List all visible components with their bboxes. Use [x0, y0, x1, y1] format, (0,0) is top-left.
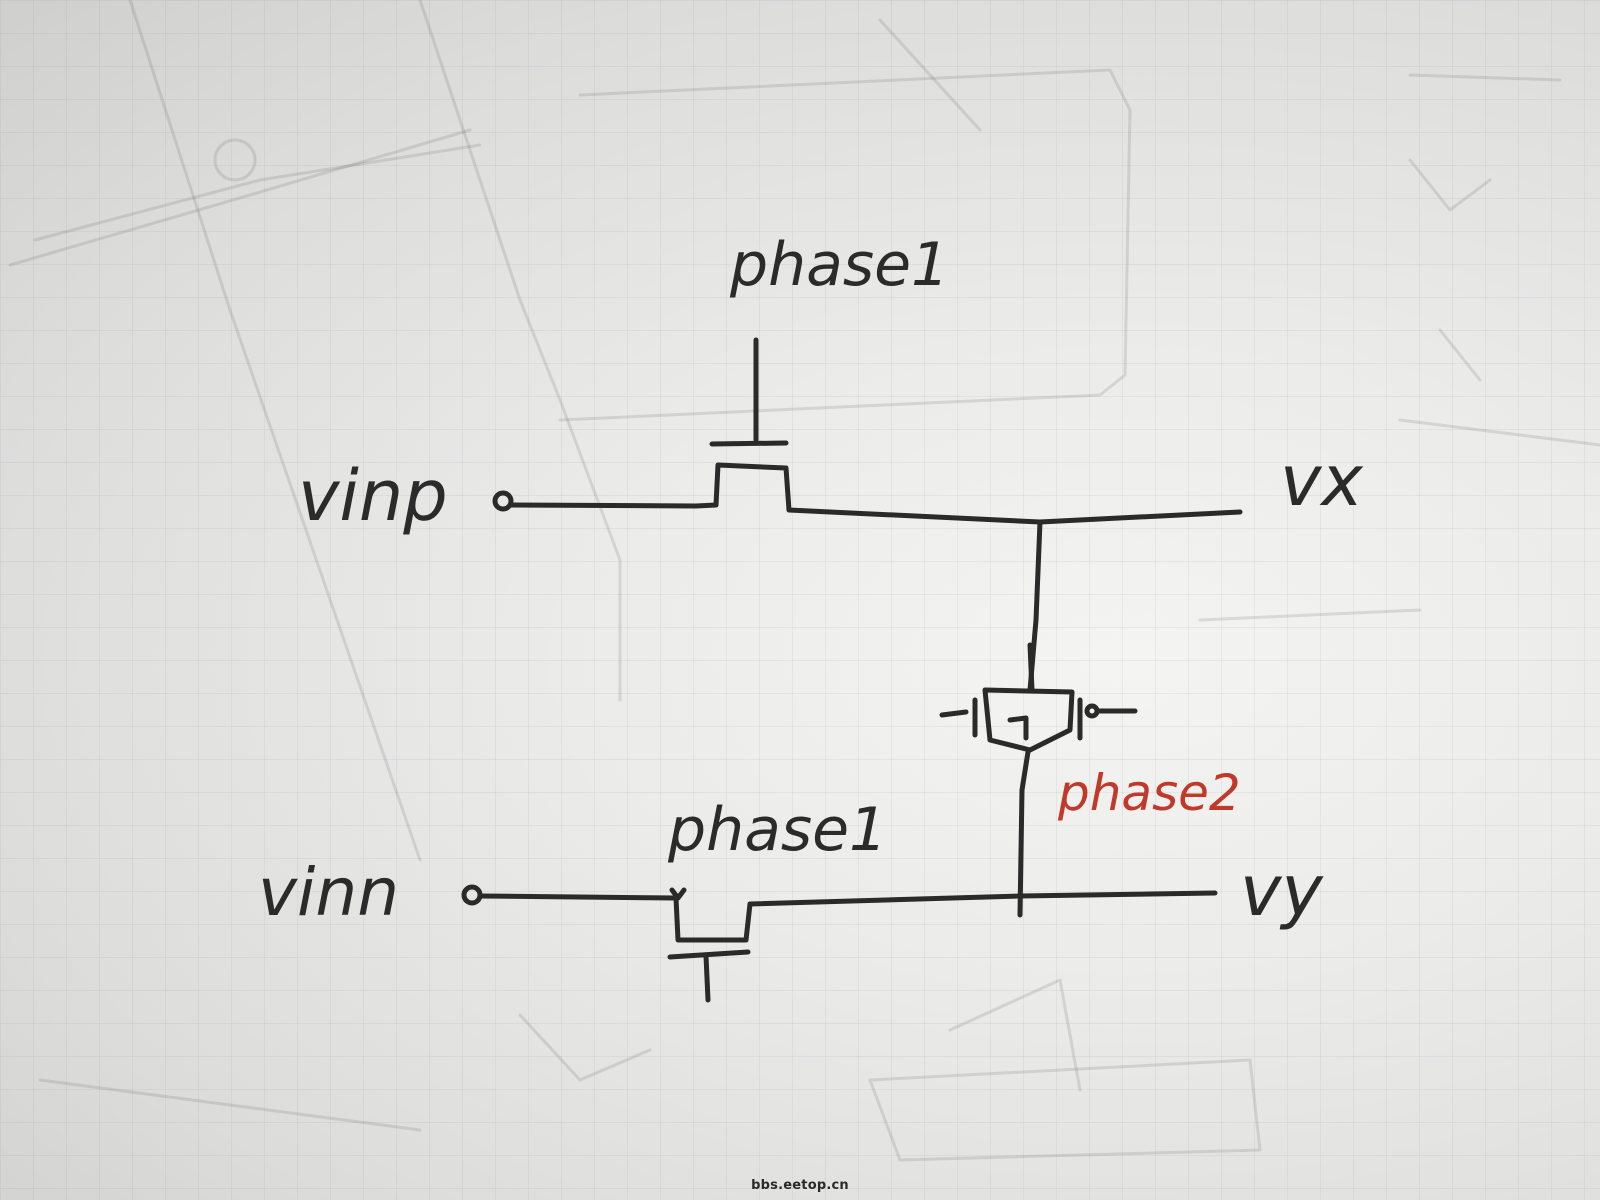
- transmission-gate: [939, 687, 1138, 753]
- wire-vertical: [1027, 519, 1043, 693]
- wire-top: [492, 490, 1243, 525]
- label-vinn: vinn: [258, 854, 399, 931]
- transistor-top: [693, 337, 792, 513]
- label-vy: vy: [1240, 850, 1324, 932]
- label-vx: vx: [1280, 440, 1363, 522]
- label-phase-top: phase1: [729, 230, 949, 300]
- wire-vertical-lower: [1017, 749, 1031, 918]
- erased-marks: [8, 0, 1600, 1162]
- watermark: bbs.eetop.cn: [751, 1178, 849, 1193]
- label-vinp: vinp: [298, 455, 448, 537]
- wire-bottom: [461, 884, 1218, 1003]
- label-phase-bottom: phase1: [667, 795, 887, 865]
- label-phase-middle: phase2: [1057, 764, 1241, 822]
